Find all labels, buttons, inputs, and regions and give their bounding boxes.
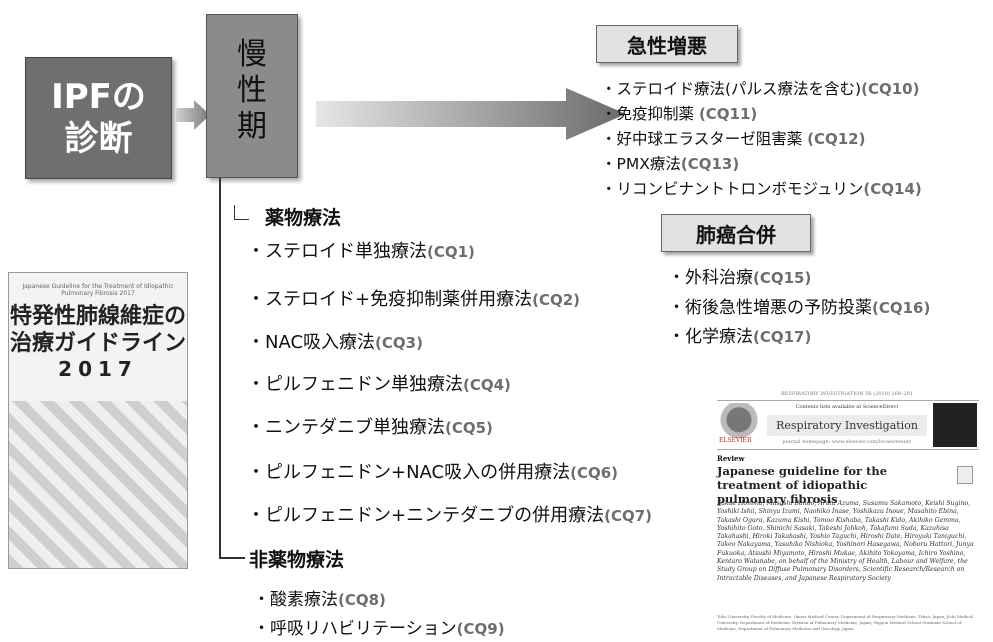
article-affiliations: Toho University, Faculty of Medicine, Om… — [717, 614, 974, 631]
cq-label: (CQ3) — [375, 334, 423, 352]
cq-label: (CQ11) — [698, 105, 758, 123]
cq-label: (CQ9) — [456, 620, 505, 638]
non-drug-item-label: ・酸素療法 — [253, 590, 338, 610]
lung-item: ・化学療法(CQ17) — [668, 322, 811, 347]
chronic-char-2: 性 — [237, 73, 267, 108]
non-drug-item: ・酸素療法(CQ8) — [253, 585, 386, 610]
cq-label: (CQ4) — [463, 376, 511, 394]
article-authors: Sakae Homma, Masashi Bando, Arata Azuma,… — [717, 500, 974, 582]
lung-item: ・外科治療(CQ15) — [668, 263, 811, 288]
book-year: 2017 — [58, 357, 138, 381]
cq-label: (CQ12) — [807, 130, 866, 148]
tree-branch-line — [219, 557, 245, 559]
cq-label: (CQ1) — [427, 243, 475, 261]
non-drug-item-label: ・呼吸リハビリテーション — [253, 619, 457, 639]
cq-label: (CQ10) — [861, 80, 920, 98]
non-drug-item: ・呼吸リハビリテーション(CQ9) — [253, 614, 505, 639]
cq-label: (CQ5) — [445, 419, 493, 437]
ipf-diagnosis-box: IPFの 診断 — [25, 57, 172, 179]
journal-banner: ELSEVIER Contents lists available at Sci… — [717, 400, 979, 450]
acute-item: ・リコンビナントトロンボモジュリン(CQ14) — [601, 177, 922, 199]
drug-item-label: ・ステロイド単独療法 — [247, 241, 427, 262]
elsevier-tree-logo — [719, 403, 759, 445]
drug-item: ・NAC吸入療法(CQ3) — [247, 328, 423, 354]
book-cover-pattern — [9, 401, 187, 568]
lung-header-label: 肺癌合併 — [696, 222, 776, 247]
contents-available: Contents lists available at ScienceDirec… — [795, 404, 899, 410]
drug-item-label: ・ピルフェニドン+ニンテダニブの併用療法 — [247, 505, 605, 526]
cq-label: (CQ6) — [570, 464, 619, 482]
guideline-book-cover: Japanese Guideline for the Treatment of … — [8, 272, 188, 569]
article-title: Japanese guideline for the treatment of … — [717, 464, 888, 506]
book-title-line1: 特発性肺線維症の — [9, 304, 186, 329]
drug-item: ・ステロイド+免疫抑制薬併用療法(CQ2) — [247, 285, 580, 311]
chronic-phase-box: 慢 性 期 — [206, 14, 298, 178]
drug-therapy-header: 薬物療法 — [265, 207, 342, 229]
book-title-line2: 治療ガイドライン — [9, 331, 186, 356]
acute-exacerbation-header: 急性増悪 — [596, 25, 738, 63]
article-section: Review — [717, 454, 745, 463]
drug-item: ・ピルフェニドン+ニンテダニブの併用療法(CQ7) — [247, 501, 652, 527]
chronic-char-3: 期 — [237, 109, 267, 144]
acute-item-label: ・PMX療法 — [601, 155, 681, 173]
drug-item: ・ピルフェニドン+NAC吸入の併用療法(CQ6) — [247, 458, 618, 484]
acute-header-label: 急性増悪 — [627, 33, 707, 58]
lung-item-label: ・化学療法 — [668, 327, 753, 347]
arrow-right-icon — [176, 100, 210, 130]
drug-item-label: ・ピルフェニドン+NAC吸入の併用療法 — [247, 462, 571, 483]
lung-item: ・術後急性増悪の予防投薬(CQ16) — [668, 293, 930, 318]
cq-label: (CQ7) — [604, 507, 653, 525]
tree-vertical-line — [219, 178, 221, 559]
acute-item-label: ・免疫抑制薬 — [601, 105, 699, 123]
cq-label: (CQ17) — [753, 328, 812, 346]
lung-item-label: ・外科治療 — [668, 268, 753, 288]
cq-label: (CQ2) — [532, 291, 581, 309]
acute-item: ・免疫抑制薬 (CQ11) — [601, 102, 757, 124]
publisher-name: ELSEVIER — [719, 437, 752, 444]
journal-article-image: RESPIRATORY INVESTIGATION 56 (2018) 268–… — [707, 388, 987, 642]
non-drug-therapy-header: 非薬物療法 — [249, 549, 345, 571]
cq-label: (CQ15) — [753, 269, 812, 287]
cq-label: (CQ16) — [872, 299, 931, 317]
drug-item-label: ・ピルフェニドン単独療法 — [247, 374, 463, 395]
lung-cancer-header: 肺癌合併 — [661, 214, 811, 252]
drug-item: ・ステロイド単独療法(CQ1) — [247, 237, 475, 263]
journal-homepage: journal homepage: www.elsevier.com/locat… — [782, 439, 912, 445]
crossmark-icon — [957, 466, 973, 484]
acute-item: ・ステロイド療法(パルス療法を含む)(CQ10) — [601, 77, 919, 99]
chronic-char-1: 慢 — [237, 37, 267, 72]
book-subtitle-en: Japanese Guideline for the Treatment of … — [22, 283, 174, 297]
cq-label: (CQ8) — [338, 591, 386, 609]
ipf-line1: IPFの — [51, 77, 146, 117]
journal-name: Respiratory Investigation — [767, 415, 927, 436]
acute-item: ・PMX療法(CQ13) — [601, 152, 739, 174]
journal-cover-thumbnail — [933, 403, 977, 447]
arrow-to-acute-icon — [316, 88, 626, 140]
acute-item-label: ・ステロイド療法(パルス療法を含む) — [601, 80, 862, 98]
drug-item-label: ・ステロイド+免疫抑制薬併用療法 — [247, 289, 533, 310]
journal-citation: RESPIRATORY INVESTIGATION 56 (2018) 268–… — [780, 391, 914, 397]
ipf-line2: 診断 — [64, 119, 133, 159]
acute-item-label: ・好中球エラスターゼ阻害薬 — [601, 130, 808, 148]
book-title: 特発性肺線維症の 治療ガイドライン — [9, 303, 187, 357]
acute-item-label: ・リコンビナントトロンボモジュリン — [601, 180, 864, 198]
acute-item: ・好中球エラスターゼ阻害薬 (CQ12) — [601, 127, 865, 149]
drug-item: ・ニンテダニブ単独療法(CQ5) — [247, 413, 493, 439]
drug-item-label: ・ニンテダニブ単独療法 — [247, 417, 445, 438]
drug-item-label: ・NAC吸入療法 — [247, 332, 376, 353]
cq-label: (CQ13) — [680, 155, 740, 173]
cq-label: (CQ14) — [863, 180, 922, 198]
tree-elbow-line — [234, 205, 249, 220]
lung-item-label: ・術後急性増悪の予防投薬 — [668, 298, 872, 318]
drug-item: ・ピルフェニドン単独療法(CQ4) — [247, 370, 511, 396]
